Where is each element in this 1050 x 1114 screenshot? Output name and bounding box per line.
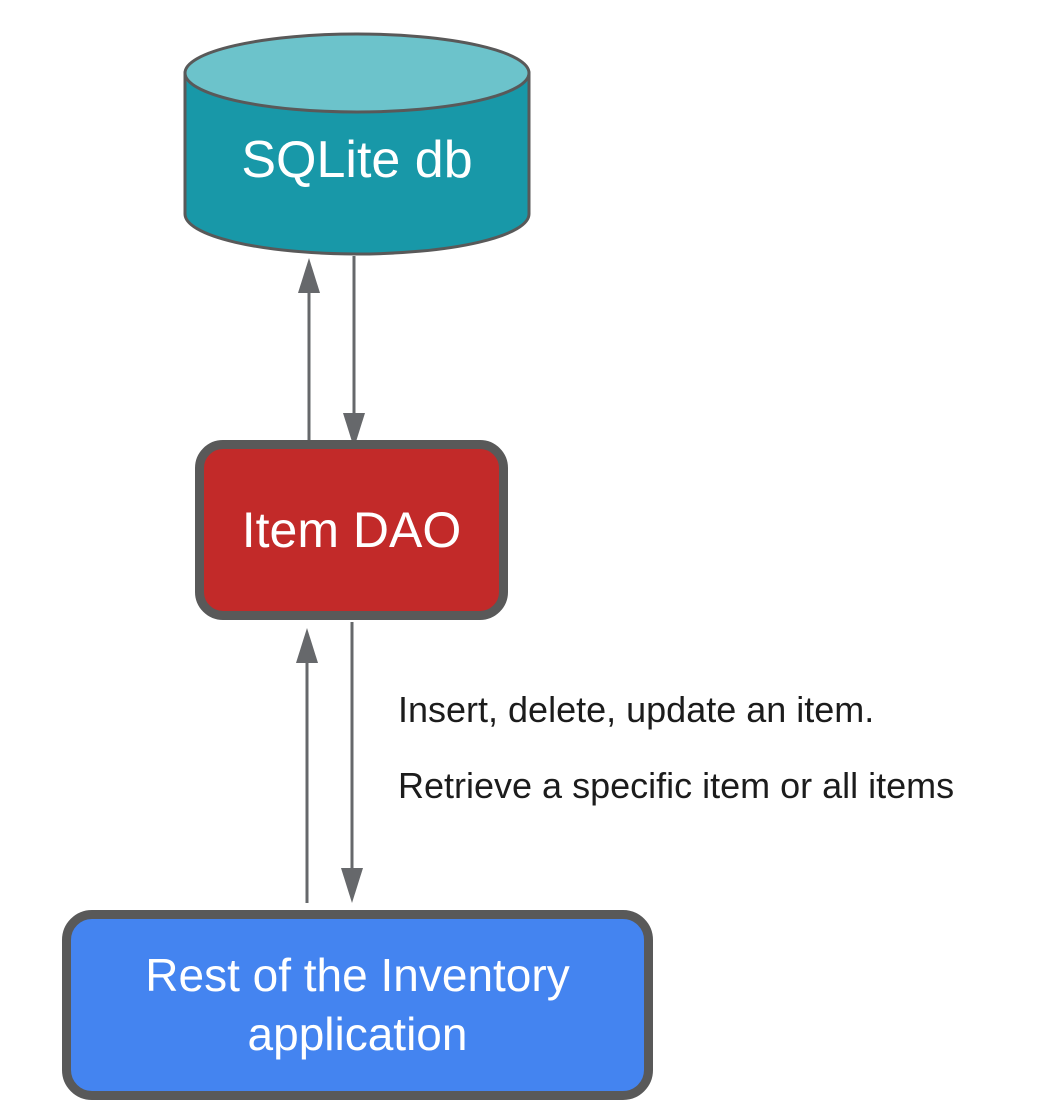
dao-to-app-arrow-down [341,622,363,903]
annotation-line-1: Insert, delete, update an item. [398,689,875,730]
connector-annotation: Insert, delete, update an item. Retrieve… [398,692,954,844]
rest-app-node: Rest of the Inventory application [62,910,653,1100]
item-dao-label: Item DAO [241,502,462,558]
sqlite-db-label: SQLite db [241,131,473,189]
annotation-line-2: Retrieve a specific item or all items [398,765,955,806]
db-to-dao-arrow-down [343,256,365,448]
dao-to-db-arrow-up [298,258,320,445]
sqlite-db-cylinder [183,32,531,256]
cylinder-body [183,71,531,256]
rest-app-label: Rest of the Inventory application [145,949,570,1060]
item-dao-node: Item DAO [195,440,508,620]
cylinder-top [183,32,531,114]
app-to-dao-arrow-up [296,628,318,903]
